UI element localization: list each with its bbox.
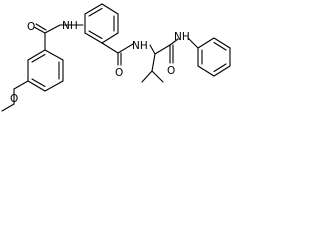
benzamide-carbonyl [33,23,84,51]
molecule-diagram: O O NH O NH O NH [1,3,231,112]
methoxy-group [1,80,29,112]
phenyl-ring [197,37,231,77]
valine-unit [141,44,171,83]
atom-nh-central-amide: NH [132,40,148,52]
central-amide [101,42,134,66]
atom-o-anilide: O [167,65,175,77]
atom-o-benzamide: O [27,21,35,33]
central-benzene-ring [84,3,119,44]
methoxyphenyl-ring [27,49,64,92]
atom-nh-benzamide: NH [62,20,78,32]
atom-o-central-amide: O [115,67,123,79]
atom-o-methoxy: O [10,93,18,105]
atom-nh-anilide: NH [174,31,190,43]
anilide-carbonyl [169,37,199,64]
